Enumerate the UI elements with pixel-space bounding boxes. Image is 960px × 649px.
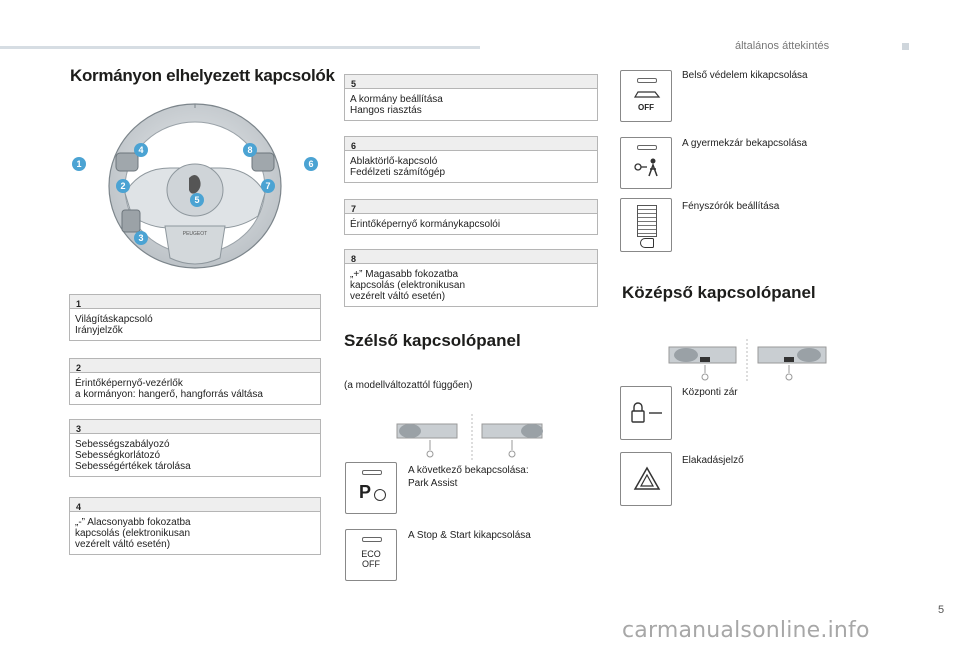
- callout-5: 5: [190, 193, 204, 207]
- info-box-5: 5 A kormány beállítása Hangos riasztás: [344, 74, 598, 121]
- right-paddle: [251, 152, 275, 172]
- side-panel-title: Szélső kapcsolópanel: [344, 331, 521, 350]
- header-marker: [902, 43, 909, 50]
- box-text: Világításkapcsoló Irányjelzők: [75, 314, 153, 336]
- box-number: 4: [70, 498, 320, 512]
- callout-3: 3: [134, 231, 148, 245]
- alarm-off-label: Belső védelem kikapcsolása: [682, 70, 808, 81]
- button-led: [637, 78, 657, 83]
- hazard-label: Elakadásjelző: [682, 455, 744, 466]
- center-panel-title: Középső kapcsolópanel: [622, 283, 816, 302]
- eco-off-label: A Stop & Start kikapcsolása: [408, 530, 531, 541]
- child-lock-button[interactable]: [620, 137, 672, 189]
- box-text: Ablaktörlő-kapcsoló Fedélzeti számítógép: [350, 156, 446, 178]
- box-number: 1: [70, 295, 320, 309]
- side-panel-diagram: [372, 412, 572, 462]
- eco-off-button[interactable]: ECO OFF: [345, 529, 397, 581]
- page-title: Kormányon elhelyezett kapcsolók: [70, 66, 335, 85]
- button-led: [637, 145, 657, 150]
- alarm-off-button[interactable]: OFF: [620, 70, 672, 122]
- side-panel-note: (a modellváltozattól függően): [344, 380, 473, 391]
- alarm-off-icon: OFF: [638, 103, 654, 112]
- left-paddle: [115, 152, 139, 172]
- info-box-6: 6 Ablaktörlő-kapcsoló Fedélzeti számítóg…: [344, 136, 598, 183]
- park-assist-icon: P: [359, 482, 372, 502]
- box-text: „-” Alacsonyabb fokozatba kapcsolás (ele…: [75, 517, 191, 550]
- button-led: [362, 470, 382, 475]
- box-text: Érintőképernyő-vezérlők a kormányon: han…: [75, 378, 263, 400]
- section-header: általános áttekintés: [735, 40, 830, 52]
- brand-text: PEUGEOT: [183, 231, 207, 237]
- box-number: 5: [345, 75, 597, 89]
- park-assist-label: A következő bekapcsolása: Park Assist: [408, 465, 529, 489]
- eco-off-icon: ECO OFF: [361, 549, 381, 569]
- page-number: 5: [938, 604, 945, 616]
- box-text: A kormány beállítása Hangos riasztás: [350, 94, 443, 116]
- headlamp-adjust-control[interactable]: [620, 198, 672, 252]
- hazard-button[interactable]: [620, 452, 672, 506]
- central-lock-button[interactable]: [620, 386, 672, 440]
- left-stalk: [121, 209, 141, 233]
- box-number: 7: [345, 200, 597, 214]
- lion-logo-icon: [189, 175, 201, 194]
- hazard-icon: [633, 466, 661, 490]
- central-lock-icon: [631, 402, 662, 423]
- box-number: 3: [70, 420, 320, 434]
- callout-1: 1: [72, 157, 86, 171]
- steering-wheel-illustration: PEUGEOT 1 2 3 4 5 6 7 8: [70, 98, 320, 278]
- info-box-8: 8 „+” Magasabb fokozatba kapcsolás (elek…: [344, 249, 598, 307]
- headlamp-adjust-label: Fényszórók beállítása: [682, 201, 780, 212]
- info-box-3: 3 Sebességszabályozó Sebességkorlátozó S…: [69, 419, 321, 477]
- info-box-2: 2 Érintőképernyő-vezérlők a kormányon: h…: [69, 358, 321, 405]
- headlamp-adjust-icon: [640, 238, 654, 248]
- callout-6: 6: [304, 157, 318, 171]
- callout-2: 2: [116, 179, 130, 193]
- car-icon: [633, 91, 661, 98]
- child-lock-icon: [634, 158, 658, 177]
- central-lock-label: Központi zár: [682, 387, 738, 398]
- headlamp-wheel: [637, 205, 657, 237]
- center-panel-diagram: [664, 339, 834, 383]
- box-text: Sebességszabályozó Sebességkorlátozó Seb…: [75, 439, 191, 472]
- info-box-4: 4 „-” Alacsonyabb fokozatba kapcsolás (e…: [69, 497, 321, 555]
- box-number: 6: [345, 137, 597, 151]
- box-text: Érintőképernyő kormánykapcsolói: [350, 219, 501, 230]
- callout-8: 8: [243, 143, 257, 157]
- steering-mini-icon: [374, 489, 386, 501]
- header-rule: [0, 46, 480, 49]
- box-number: 2: [70, 359, 320, 373]
- watermark: carmanualsonline.info: [622, 618, 870, 643]
- info-box-7: 7 Érintőképernyő kormánykapcsolói: [344, 199, 598, 235]
- callout-7: 7: [261, 179, 275, 193]
- steering-wheel-svg: PEUGEOT: [108, 103, 282, 269]
- callout-4: 4: [134, 143, 148, 157]
- child-lock-label: A gyermekzár bekapcsolása: [682, 138, 808, 149]
- box-number: 8: [345, 250, 597, 264]
- box-text: „+” Magasabb fokozatba kapcsolás (elektr…: [350, 269, 466, 302]
- park-assist-button[interactable]: P: [345, 462, 397, 514]
- info-box-1: 1 Világításkapcsoló Irányjelzők: [69, 294, 321, 341]
- button-led: [362, 537, 382, 542]
